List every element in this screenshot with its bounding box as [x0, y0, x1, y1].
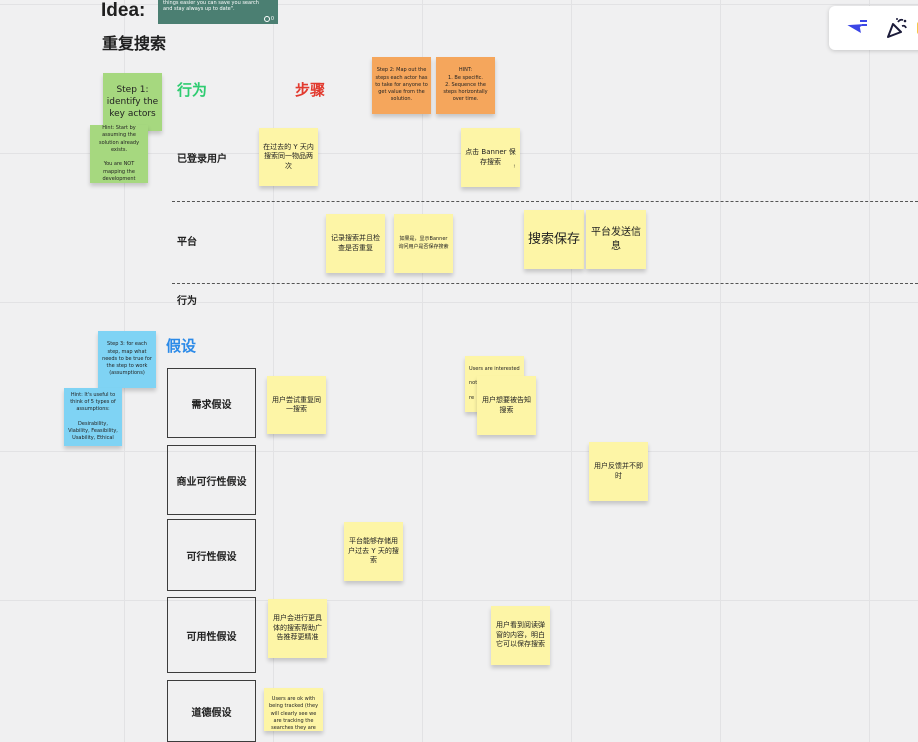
banner-comment-count[interactable]: 0 [263, 16, 274, 22]
banner-count: 0 [270, 16, 274, 22]
sticky-feasibility-store[interactable]: 平台能够存储用户过去 Y 天的搜索 [344, 522, 403, 581]
guide-step1-hint-note[interactable]: Hint: Start by assuming the solution alr… [90, 125, 148, 183]
idea-banner-card[interactable]: things easier you can save you search an… [158, 0, 278, 24]
sticky-platform-send-message[interactable]: 平台发送信息 [586, 210, 646, 269]
lane-label-logged-in-user: 已登录用户 [177, 154, 227, 165]
sticky-platform-show-banner[interactable]: 如果是，显示Banner 询问用户是否保存搜索 [394, 214, 453, 273]
lane-label-actions: 行为 [177, 296, 197, 307]
sticky-desire-repeat-search[interactable]: 用户尝试重复同一搜索 [267, 376, 326, 434]
sticky-usability-understand[interactable]: 用户看到阅读弹窗的内容，明白它可以保存搜索 [491, 606, 550, 665]
sticky-user-click-banner[interactable]: 点击 Banner 保存搜索 ! [461, 128, 520, 187]
sticky-usability-specific[interactable]: 用户会进行更具体的搜索帮助广告推荐更精准 [268, 599, 327, 658]
assumption-type-ethical: 道德假设 [167, 680, 256, 742]
sticky-ethical-tracked[interactable]: Users are ok with being tracked (they wi… [264, 688, 323, 731]
sticky-viability-feedback[interactable]: 用户反馈并不即时 [589, 442, 648, 501]
sticky-platform-record-search[interactable]: 记录搜索并且检查是否重复 [326, 214, 385, 273]
comment-icon [263, 16, 270, 22]
guide-step2-hint-note[interactable]: HINT: 1. Be specific. 2. Sequence the st… [436, 57, 495, 114]
sticky-desire-want-notified[interactable]: 用户想要被告知搜索 [477, 376, 536, 435]
lane-divider-1 [172, 201, 918, 202]
party-popper-icon[interactable] [885, 16, 909, 40]
guide-step2-note[interactable]: Step 2: Map out the steps each actor has… [372, 57, 431, 114]
floating-toolbar [829, 6, 918, 50]
assumption-type-desirability: 需求假设 [167, 368, 256, 438]
board-title: 重复搜索 [102, 34, 167, 53]
banner-text: things easier you can save you search an… [163, 0, 259, 12]
lane-divider-2 [172, 283, 918, 284]
sticky-user-search-twice[interactable]: 在过去的 Y 天内搜索同一物品两次 [259, 128, 318, 186]
assumption-type-usability: 可用性假设 [167, 597, 256, 673]
sticky-desire-interested-back-text: Users are interested not re [469, 366, 520, 401]
steps-heading: 步骤 [295, 81, 326, 99]
guide-step1-note[interactable]: Step 1: identify the key actors [103, 73, 162, 131]
cursor-arrow-icon[interactable] [845, 16, 869, 40]
sticky-user-click-banner-text: 点击 Banner 保存搜索 [465, 148, 516, 166]
lane-label-platform: 平台 [177, 237, 197, 248]
sticky-platform-save-search[interactable]: 搜索保存 [524, 210, 584, 269]
assumptions-heading: 假设 [166, 337, 197, 355]
assumption-type-viability: 商业可行性假设 [167, 445, 256, 515]
actors-heading: 行为 [177, 81, 208, 99]
idea-label: Idea: [101, 0, 146, 21]
assumption-type-feasibility: 可行性假设 [167, 519, 256, 591]
guide-step3-hint-note[interactable]: Hint: It's useful to think of 5 types of… [64, 388, 122, 446]
guide-step3-note[interactable]: Step 3: for each step, map what needs to… [98, 331, 156, 388]
sticky-user-click-banner-mark: ! [513, 164, 515, 169]
